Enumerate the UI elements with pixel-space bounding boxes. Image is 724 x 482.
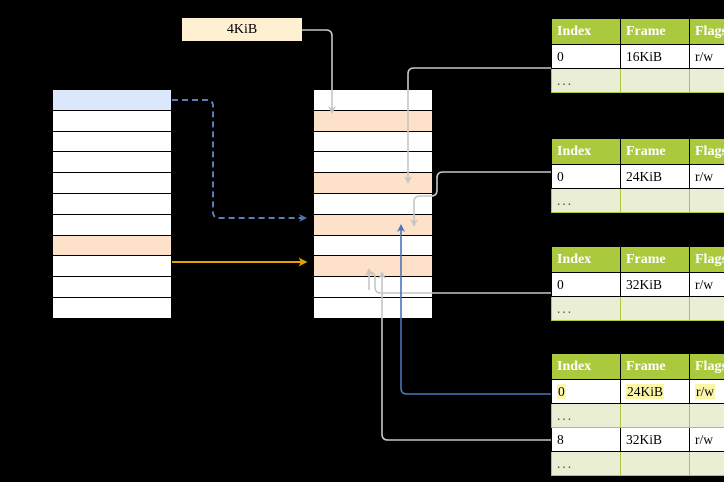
table-cell: 32KiB: [620, 427, 690, 452]
memory-row: [52, 296, 172, 319]
table-cell: ...: [551, 451, 621, 476]
column-header: Frame: [620, 18, 690, 45]
table-cell: [689, 68, 724, 93]
table-cell: ...: [551, 296, 621, 321]
memory-row: [52, 89, 172, 111]
table-cell: [689, 403, 724, 428]
table-cell: [620, 296, 690, 321]
memory-row: [52, 234, 172, 257]
connector-table2-to-frame: [410, 171, 551, 227]
memory-row: [52, 276, 172, 298]
table-cell: [620, 451, 690, 476]
column-header: Index: [551, 18, 621, 45]
memory-row: [52, 255, 172, 278]
column-header: Index: [551, 138, 621, 165]
page-size-tag: 4KiB: [182, 18, 302, 41]
table-cell: 24KiB: [620, 164, 690, 189]
table-cell: r/w: [689, 272, 724, 297]
table-cell: ...: [551, 188, 621, 213]
table-cell: [689, 451, 724, 476]
table-cell: 0: [551, 164, 621, 189]
memory-row: [313, 109, 433, 132]
memory-row: [313, 151, 433, 174]
memory-row: [52, 192, 172, 215]
table-cell: 0: [551, 272, 621, 297]
table-row: ...: [551, 188, 724, 213]
highlighted-value: 0: [557, 383, 566, 399]
physical-memory-column: [313, 89, 433, 319]
table-row: ...: [551, 68, 724, 93]
memory-row: [52, 130, 172, 153]
memory-row: [52, 172, 172, 194]
table-row: ...: [551, 403, 724, 428]
table-cell: r/w: [689, 44, 724, 69]
column-header: Frame: [620, 246, 690, 273]
table-cell: 32KiB: [620, 272, 690, 297]
table-cell: [689, 296, 724, 321]
column-header: Frame: [620, 353, 690, 380]
table-cell: 16KiB: [620, 44, 690, 69]
memory-row: [313, 192, 433, 215]
memory-row: [313, 276, 433, 298]
column-header: Flags: [689, 18, 724, 45]
table-cell: 24KiB: [620, 379, 690, 404]
memory-row: [313, 296, 433, 319]
column-header: Flags: [689, 138, 724, 165]
table-cell: 8: [551, 427, 621, 452]
memory-row: [313, 89, 433, 111]
memory-row: [313, 172, 433, 194]
table-row: ...: [551, 451, 724, 476]
table-cell: [620, 188, 690, 213]
table-cell: ...: [551, 403, 621, 428]
table-cell: ...: [551, 68, 621, 93]
table-row: 0 24KiB r/w: [551, 379, 724, 404]
table-cell: [689, 188, 724, 213]
memory-row: [52, 151, 172, 174]
table-row: ...: [551, 296, 724, 321]
table-cell: r/w: [689, 379, 724, 404]
memory-row: [313, 234, 433, 257]
table-cell: [620, 403, 690, 428]
memory-row: [52, 109, 172, 132]
memory-row: [52, 213, 172, 236]
connector-virtual-page-dashed: [172, 99, 307, 222]
table-cell: r/w: [689, 164, 724, 189]
column-header: Index: [551, 353, 621, 380]
virtual-address-space-column: [52, 89, 172, 319]
table-cell: 0: [551, 379, 621, 404]
column-header: Flags: [689, 246, 724, 273]
table-cell: r/w: [689, 427, 724, 452]
highlighted-value: 24KiB: [626, 383, 665, 399]
memory-row: [313, 213, 433, 236]
table-cell: [620, 68, 690, 93]
highlighted-value: r/w: [695, 383, 715, 399]
table-cell: 0: [551, 44, 621, 69]
memory-row: [313, 130, 433, 153]
column-header: Flags: [689, 353, 724, 380]
memory-row: [313, 255, 433, 278]
column-header: Frame: [620, 138, 690, 165]
column-header: Index: [551, 246, 621, 273]
